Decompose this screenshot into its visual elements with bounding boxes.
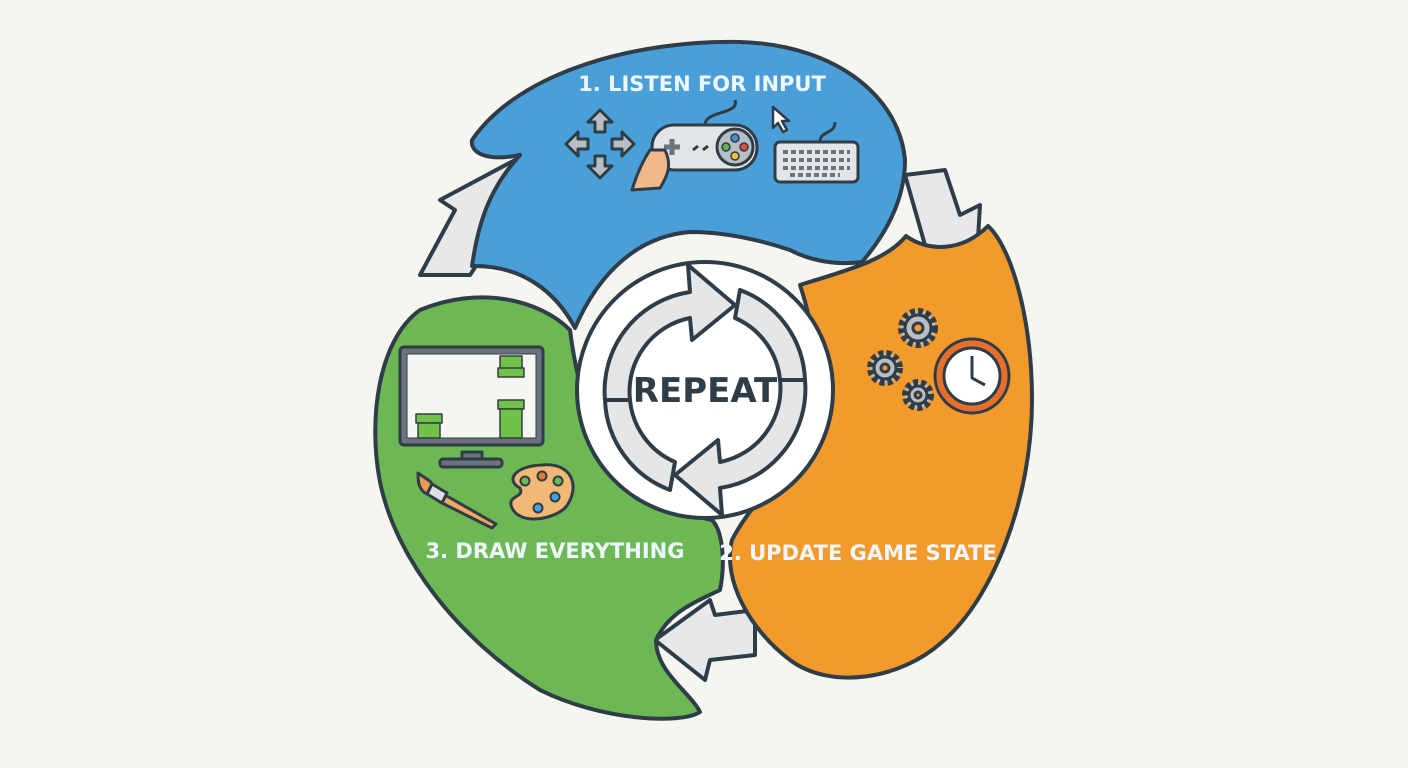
repeat-arrow-top	[602, 263, 737, 402]
center-label: REPEAT	[633, 371, 778, 411]
step-label-draw: 3. DRAW EVERYTHING	[426, 539, 685, 563]
mouse-cursor-icon	[771, 105, 791, 134]
repeat-arrow-bottom	[673, 378, 808, 517]
step-label-update: 2. UPDATE GAME STATE	[719, 541, 997, 565]
paintbrush-icon	[416, 471, 498, 530]
clock-icon	[933, 337, 1011, 415]
gears-icon	[867, 308, 938, 411]
repeat-arrow-right	[733, 288, 807, 382]
cycle-arrow-update-to-draw	[653, 598, 757, 682]
repeat-arrow-left	[603, 398, 677, 492]
step-label-input: 1. LISTEN FOR INPUT	[578, 72, 826, 96]
step-blob-input	[469, 39, 907, 330]
keyboard-icon	[773, 121, 860, 184]
palette-icon	[509, 463, 575, 521]
monitor-icon	[398, 345, 545, 469]
gamepad-icon	[630, 99, 759, 192]
arrow-keys-icon	[564, 108, 636, 180]
